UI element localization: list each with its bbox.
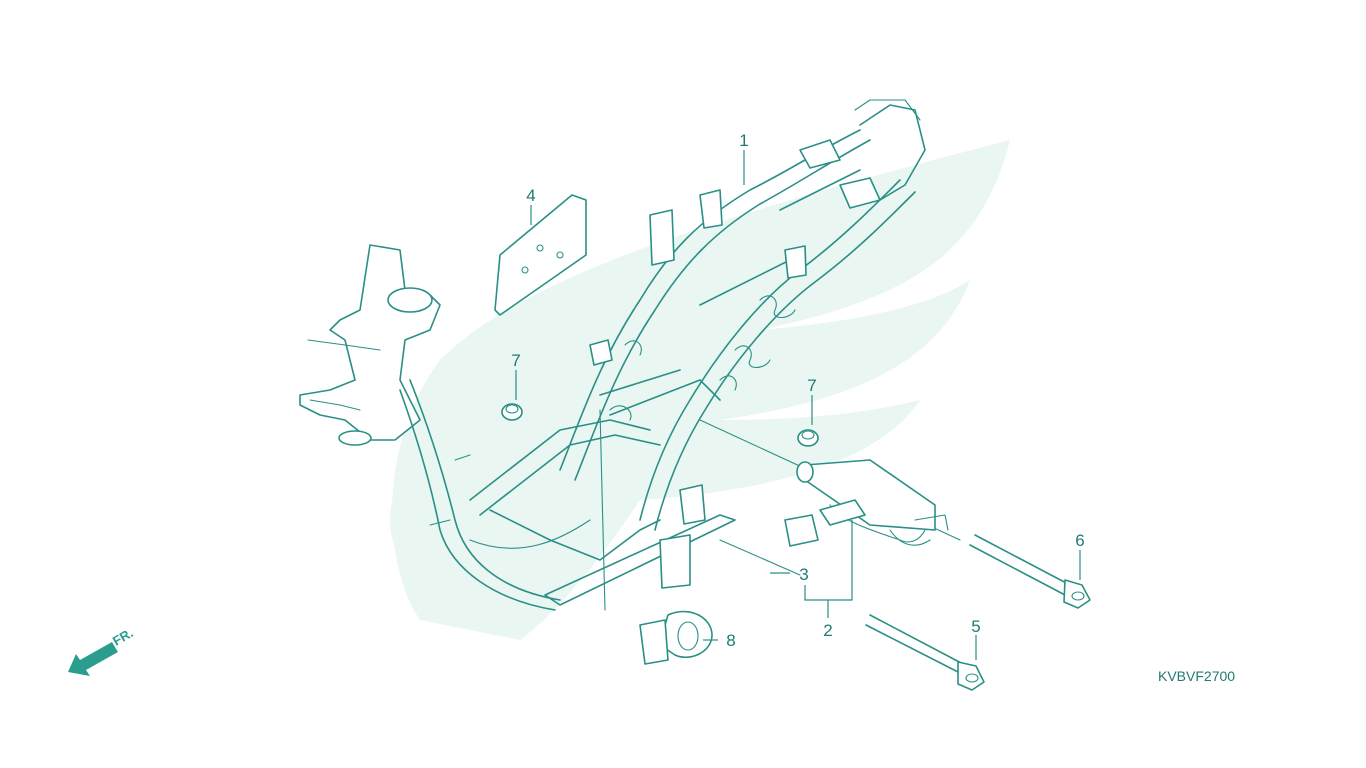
callout-5: 5 [971, 617, 980, 636]
diagram-code: KVBVF2700 [1158, 668, 1235, 684]
callout-8: 8 [726, 631, 735, 650]
front-direction-arrow: FR. [68, 625, 136, 676]
callout-3: 3 [799, 565, 808, 584]
callout-4: 4 [526, 186, 535, 205]
hose-clamp [639, 610, 713, 665]
callout-6: 6 [1075, 531, 1084, 550]
main-frame [299, 99, 961, 611]
callout-7-right: 7 [807, 376, 816, 395]
leader-lines [515, 150, 1081, 660]
bolt-short [865, 614, 985, 691]
callout-2: 2 [823, 621, 832, 640]
wing-watermark [390, 140, 1011, 640]
side-plate [494, 194, 587, 316]
collar-left [501, 403, 523, 421]
stand-pivot-assembly [784, 459, 949, 547]
front-label: FR. [110, 625, 136, 648]
callout-7-left: 7 [511, 351, 520, 370]
collar-right [797, 429, 819, 447]
callout-1: 1 [739, 131, 748, 150]
bolt-long [969, 534, 1091, 609]
